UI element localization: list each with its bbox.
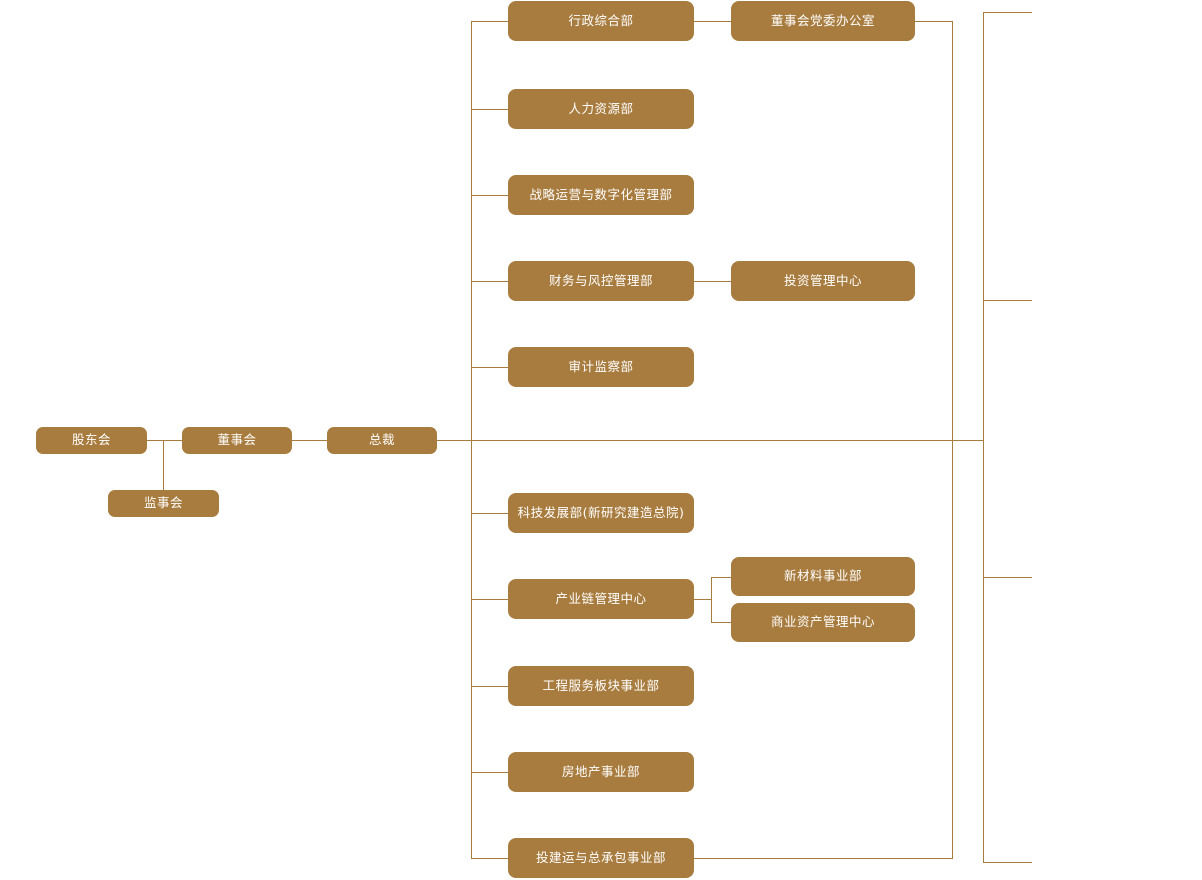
connector-to-new-materials xyxy=(711,577,731,578)
connector-president-spine xyxy=(437,440,984,441)
connector-inner-right-rail xyxy=(952,21,953,859)
node-label: 商业资产管理中心 xyxy=(770,614,875,630)
connector-stub-strategy xyxy=(471,195,509,196)
connector-industry-chain-stub xyxy=(694,599,712,600)
node-label: 战略运营与数字化管理部 xyxy=(529,186,673,202)
connector-outer-rail-stub-bottom xyxy=(983,862,1032,863)
connector-shareholders-to-board xyxy=(147,440,182,441)
connector-stub-engineering xyxy=(471,686,509,687)
connector-department-trunk xyxy=(471,21,472,859)
node-department-real-estate[interactable]: 房地产事业部 xyxy=(508,752,694,792)
connector-outer-rail-stub-lower-mid xyxy=(983,577,1032,578)
node-board-of-directors[interactable]: 董事会 xyxy=(182,427,292,454)
node-shareholders-meeting[interactable]: 股东会 xyxy=(36,427,147,454)
node-label: 董事会党委办公室 xyxy=(770,12,875,28)
connector-outer-rail-stub-upper-mid xyxy=(983,300,1032,301)
node-president[interactable]: 总裁 xyxy=(327,427,437,454)
connector-stub-audit xyxy=(471,367,509,368)
connector-stub-hr xyxy=(471,109,509,110)
connector-board-to-supervisory-vertical xyxy=(163,440,164,504)
node-label: 房地产事业部 xyxy=(561,763,640,779)
node-label: 人力资源部 xyxy=(568,100,634,116)
connector-board-to-president xyxy=(292,440,327,441)
connector-to-commercial-asset xyxy=(711,622,731,623)
node-label: 投资管理中心 xyxy=(783,272,862,288)
node-label: 产业链管理中心 xyxy=(555,590,647,606)
connector-outer-right-rail xyxy=(983,12,984,862)
node-label: 股东会 xyxy=(71,432,111,448)
connector-stub-epc xyxy=(471,858,509,859)
node-department-engineering-services[interactable]: 工程服务板块事业部 xyxy=(508,666,694,706)
node-department-technology-development[interactable]: 科技发展部(新研究建造总院) xyxy=(508,493,694,533)
node-label: 财务与风控管理部 xyxy=(548,272,653,288)
node-department-industry-chain-center[interactable]: 产业链管理中心 xyxy=(508,579,694,619)
connector-stub-industry-chain xyxy=(471,599,509,600)
connector-admin-to-party-office xyxy=(694,21,731,22)
node-label: 审计监察部 xyxy=(568,358,634,374)
node-investment-management-center[interactable]: 投资管理中心 xyxy=(731,261,915,301)
connector-party-office-to-rail xyxy=(915,21,953,22)
node-board-party-office[interactable]: 董事会党委办公室 xyxy=(731,1,915,41)
connector-stub-realestate xyxy=(471,772,509,773)
connector-finance-to-investment xyxy=(694,281,731,282)
node-label: 监事会 xyxy=(143,495,183,511)
node-commercial-asset-management-center[interactable]: 商业资产管理中心 xyxy=(731,603,915,642)
connector-stub-admin xyxy=(471,21,509,22)
node-label: 行政综合部 xyxy=(568,12,634,28)
connector-industry-chain-branch-vertical xyxy=(711,577,712,623)
connector-outer-rail-stub-top xyxy=(983,12,1032,13)
node-label: 工程服务板块事业部 xyxy=(542,677,660,693)
node-department-administration[interactable]: 行政综合部 xyxy=(508,1,694,41)
node-supervisory-board[interactable]: 监事会 xyxy=(108,490,219,517)
node-department-human-resources[interactable]: 人力资源部 xyxy=(508,89,694,129)
node-new-materials-division[interactable]: 新材料事业部 xyxy=(731,557,915,596)
node-label: 投建运与总承包事业部 xyxy=(535,849,666,865)
node-label: 新材料事业部 xyxy=(783,568,862,584)
node-department-finance-risk[interactable]: 财务与风控管理部 xyxy=(508,261,694,301)
connector-stub-tech xyxy=(471,513,509,514)
connector-epc-to-rail xyxy=(694,858,953,859)
node-label: 总裁 xyxy=(368,432,395,448)
connector-stub-finance xyxy=(471,281,509,282)
node-department-audit-supervision[interactable]: 审计监察部 xyxy=(508,347,694,387)
node-department-investment-construction-epc[interactable]: 投建运与总承包事业部 xyxy=(508,838,694,878)
node-department-strategy-digital[interactable]: 战略运营与数字化管理部 xyxy=(508,175,694,215)
node-label: 董事会 xyxy=(217,432,257,448)
node-label: 科技发展部(新研究建造总院) xyxy=(517,504,685,520)
